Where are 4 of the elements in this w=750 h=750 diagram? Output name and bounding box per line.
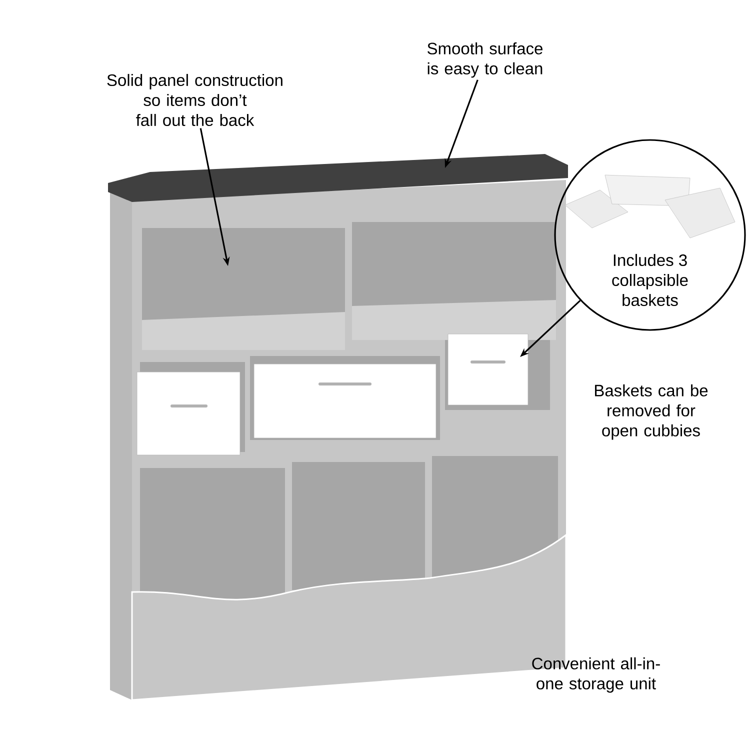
note-text: Baskets can be removed for open cubbies [595, 384, 708, 440]
note-text: Convenient all-in-one storage unit [532, 657, 660, 693]
callout-text: Solid panel construction so items don’t fall out the back [107, 74, 282, 126]
callout-text: Smooth surface is easy to clean [428, 42, 542, 78]
